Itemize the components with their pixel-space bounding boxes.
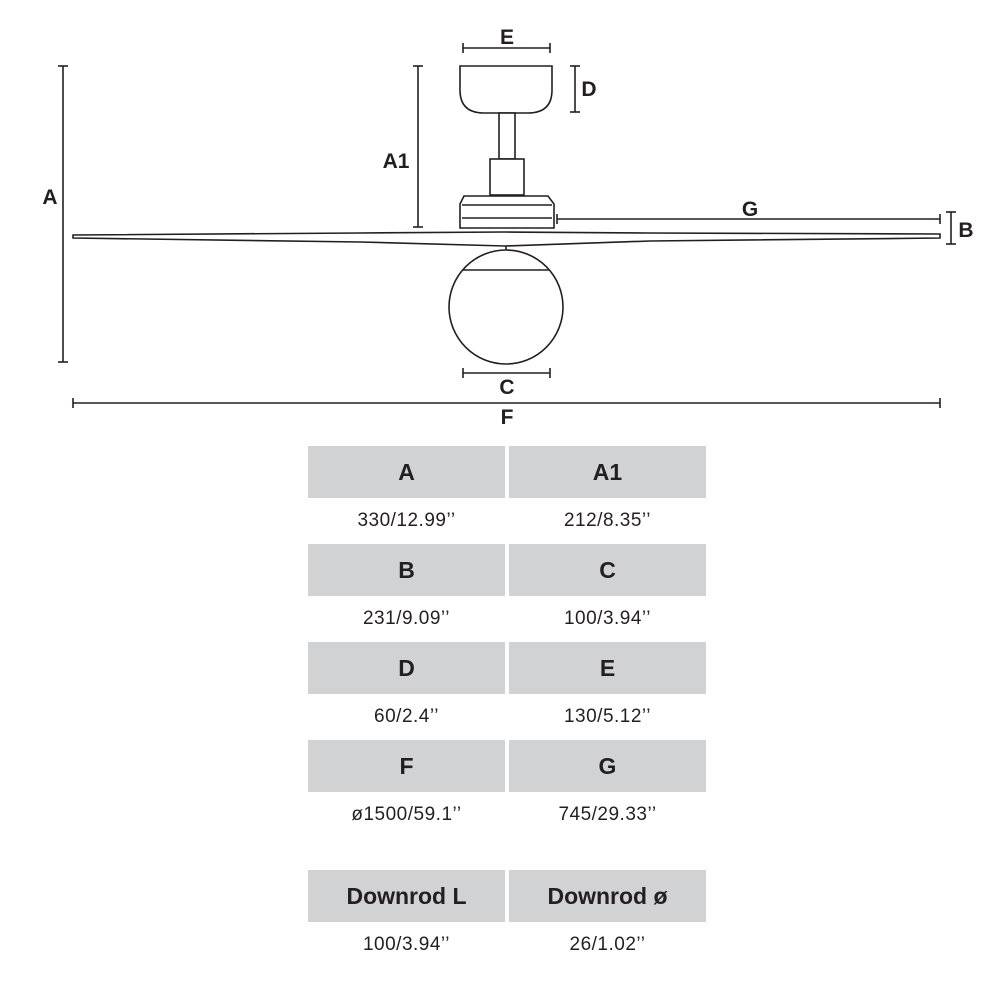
canopy: [459, 65, 553, 114]
header-cell: Downrod L: [308, 870, 505, 922]
value-cell: 745/29.33’’: [558, 804, 657, 825]
value-cell: 100/3.94’’: [563, 608, 652, 629]
header-cell: D: [308, 642, 505, 694]
header-cell: E: [509, 642, 706, 694]
dim-label-b: B: [958, 219, 973, 242]
downrod: [498, 112, 516, 160]
header-cell: C: [509, 544, 706, 596]
value-cell: 330/12.99’’: [357, 510, 456, 531]
dimensions-table: A A1 330/12.99’’ 212/8.35’’ B C 231/9.09…: [308, 446, 706, 968]
dim-label-a: A: [42, 186, 57, 209]
header-cell: A1: [509, 446, 706, 498]
header-cell: G: [509, 740, 706, 792]
value-cell: 26/1.02’’: [569, 934, 646, 955]
downrod-coupling: [489, 158, 525, 196]
dim-label-f: F: [501, 406, 514, 429]
header-cell: B: [308, 544, 505, 596]
header-cell: A: [308, 446, 505, 498]
value-row: ø1500/59.1’’ 745/29.33’’: [308, 792, 706, 838]
table-spacer: [308, 838, 706, 870]
header-row: F G: [308, 740, 706, 792]
value-cell: 100/3.94’’: [362, 934, 451, 955]
dim-label-d: D: [581, 78, 596, 101]
value-row: 330/12.99’’ 212/8.35’’: [308, 498, 706, 544]
value-cell: 60/2.4’’: [374, 706, 439, 727]
value-row: 231/9.09’’ 100/3.94’’: [308, 596, 706, 642]
light-globe: [448, 249, 564, 365]
value-cell: 212/8.35’’: [563, 510, 652, 531]
dim-label-e: E: [500, 26, 514, 49]
dim-label-g: G: [742, 198, 758, 221]
value-row: 60/2.4’’ 130/5.12’’: [308, 694, 706, 740]
header-cell: Downrod ø: [509, 870, 706, 922]
dim-label-a1: A1: [383, 150, 410, 173]
value-cell: 231/9.09’’: [362, 608, 451, 629]
value-cell: ø1500/59.1’’: [351, 804, 462, 825]
header-row: A A1: [308, 446, 706, 498]
header-row: B C: [308, 544, 706, 596]
motor-housing: [459, 195, 555, 229]
downrod-value-row: 100/3.94’’ 26/1.02’’: [308, 922, 706, 968]
downrod-header-row: Downrod L Downrod ø: [308, 870, 706, 922]
fan-dimension-diagram: A A1 E D G B C F: [42, 26, 973, 429]
header-row: D E: [308, 642, 706, 694]
header-cell: F: [308, 740, 505, 792]
fan-blade: [72, 231, 941, 247]
value-cell: 130/5.12’’: [563, 706, 652, 727]
dim-label-c: C: [499, 376, 514, 399]
